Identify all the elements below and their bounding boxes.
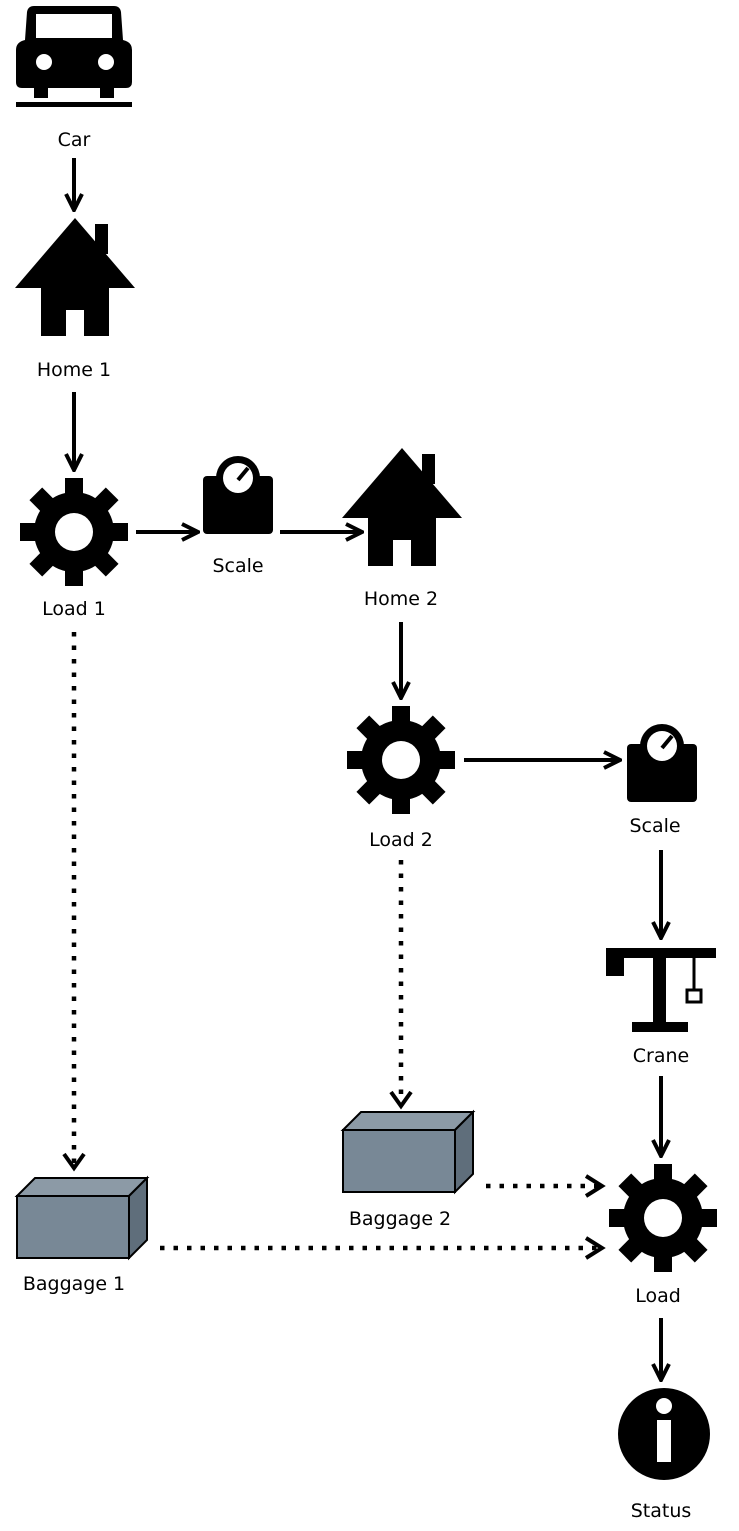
node-label-load: Load — [635, 1285, 681, 1307]
edge-load2-baggage2-arrowhead — [389, 1090, 413, 1110]
node-label-status: Status — [631, 1500, 692, 1522]
node-label-home2: Home 2 — [364, 588, 438, 610]
node-label-baggage1: Baggage 1 — [23, 1273, 125, 1295]
scale-icon — [201, 454, 275, 536]
node-label-load1: Load 1 — [42, 598, 106, 620]
edge-baggage1-load-arrowhead — [584, 1236, 606, 1260]
node-status[interactable]: Status — [618, 1388, 710, 1522]
node-label-car: Car — [58, 129, 91, 151]
node-load[interactable]: Load — [609, 1164, 717, 1307]
node-load1[interactable]: Load 1 — [20, 478, 128, 620]
scale-icon — [625, 722, 699, 804]
node-label-scale2: Scale — [629, 815, 680, 837]
gear-icon — [20, 478, 128, 586]
node-load2[interactable]: Load 2 — [347, 706, 455, 851]
node-home1[interactable]: Home 1 — [15, 218, 135, 381]
node-scale2[interactable]: Scale — [625, 722, 699, 837]
edges — [62, 158, 661, 1380]
edge-load1-baggage1-arrowhead — [62, 1152, 86, 1172]
node-label-load2: Load 2 — [369, 829, 433, 851]
edge-baggage2-load-arrowhead — [584, 1174, 606, 1198]
node-label-crane: Crane — [633, 1045, 689, 1067]
gear-icon — [609, 1164, 717, 1272]
gear-icon — [347, 706, 455, 814]
box-icon — [342, 1111, 474, 1193]
node-home2[interactable]: Home 2 — [342, 448, 462, 610]
car-icon — [16, 6, 132, 107]
node-car[interactable]: Car — [16, 6, 132, 151]
house-icon — [342, 448, 462, 566]
node-baggage1[interactable]: Baggage 1 — [16, 1177, 148, 1295]
node-label-scale1: Scale — [212, 555, 263, 577]
node-scale1[interactable]: Scale — [201, 454, 275, 577]
node-baggage2[interactable]: Baggage 2 — [342, 1111, 474, 1230]
node-crane[interactable]: Crane — [606, 948, 716, 1067]
box-icon — [16, 1177, 148, 1259]
house-icon — [15, 218, 135, 336]
info-icon — [618, 1388, 710, 1480]
node-label-baggage2: Baggage 2 — [349, 1208, 451, 1230]
node-label-home1: Home 1 — [37, 359, 111, 381]
crane-icon — [606, 948, 716, 1032]
